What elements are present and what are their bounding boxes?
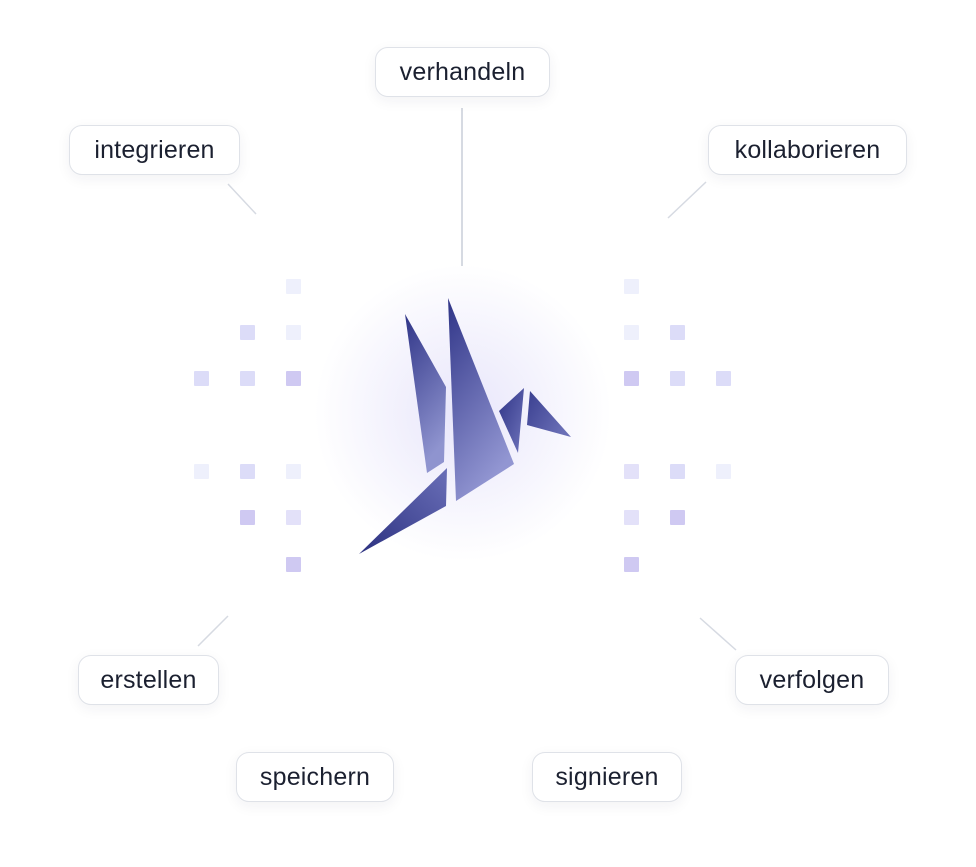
grid-square [240,325,255,340]
label-integrieren-text: integrieren [94,135,215,164]
grid-square [624,510,639,525]
label-verhandeln-text: verhandeln [399,57,526,86]
label-speichern: speichern [236,752,394,802]
label-kollaborieren-text: kollaborieren [734,135,881,164]
label-signieren: signieren [532,752,682,802]
line-kollaborieren-diagonal [667,181,707,219]
grid-square [240,371,255,386]
grid-square [240,464,255,479]
grid-square [670,325,685,340]
right-square-grid [624,279,731,572]
line-integrieren-diagonal [227,183,257,215]
line-erstellen-diagonal [197,615,229,647]
grid-square [670,371,685,386]
grid-square [670,510,685,525]
grid-square [286,325,301,340]
label-verfolgen-text: verfolgen [759,665,865,694]
bird-tail [359,468,447,554]
grid-square [194,371,209,386]
grid-square [286,371,301,386]
grid-square [194,464,209,479]
grid-square [286,557,301,572]
grid-square [670,464,685,479]
bird-neck [499,388,524,453]
grid-square [624,279,639,294]
grid-square [624,464,639,479]
grid-square [286,464,301,479]
grid-square [240,510,255,525]
grid-square [286,279,301,294]
grid-square [716,371,731,386]
left-square-grid [194,279,301,572]
grid-square [624,557,639,572]
label-integrieren: integrieren [69,125,240,175]
label-speichern-text: speichern [259,762,371,791]
bird-head [527,391,571,437]
label-erstellen-text: erstellen [100,665,197,694]
bird-wing-left [405,314,446,473]
label-signieren-text: signieren [555,762,659,791]
grid-square [624,325,639,340]
grid-square [716,464,731,479]
line-verfolgen-diagonal [699,617,737,651]
grid-square [286,510,301,525]
label-kollaborieren: kollaborieren [708,125,907,175]
bird-wing-main [448,298,514,501]
label-erstellen: erstellen [78,655,219,705]
grid-square [624,371,639,386]
label-verhandeln: verhandeln [375,47,550,97]
label-verfolgen: verfolgen [735,655,889,705]
